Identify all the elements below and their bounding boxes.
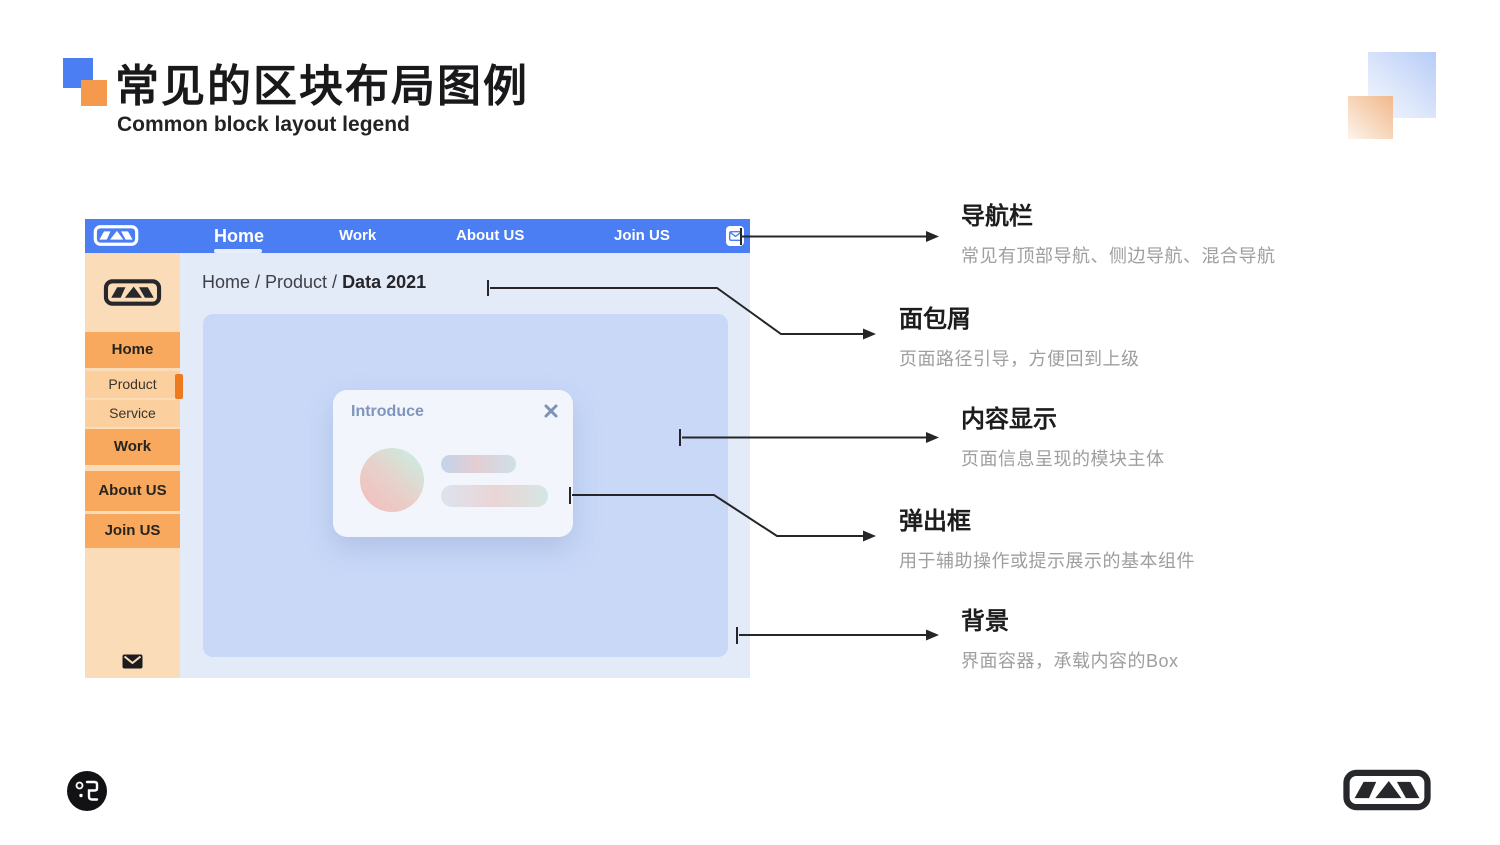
- sidebar-item-join-us[interactable]: Join US: [85, 514, 180, 548]
- deco-square-orange: [1348, 96, 1393, 139]
- arrow-navbar: [740, 228, 939, 245]
- annotation-title: 背景: [961, 608, 1009, 635]
- annotation-desc: 界面容器，承载内容的Box: [961, 651, 1179, 671]
- sidebar-item-product[interactable]: Product: [85, 371, 180, 398]
- breadcrumb-current: Data 2021: [342, 272, 427, 292]
- nav-item-join-us[interactable]: Join US: [614, 227, 670, 244]
- page-title: 常见的区块布局图例: [115, 62, 529, 111]
- annotation-desc: 用于辅助操作或提示展示的基本组件: [899, 551, 1195, 571]
- popup-dialog: Introduce: [333, 390, 573, 537]
- active-nav-underline: [214, 249, 262, 253]
- sidebar-item-about-us[interactable]: About US: [85, 471, 180, 511]
- nav-item-work[interactable]: Work: [339, 227, 377, 244]
- annotation-title: 弹出框: [899, 508, 971, 535]
- annotation-desc: 页面信息呈现的模块主体: [961, 449, 1165, 469]
- brand-logo-icon: [1343, 769, 1431, 811]
- mock-browser-window: Home Work About US Join US Home Product …: [85, 219, 750, 678]
- mail-icon: [728, 231, 742, 241]
- sidebar-item-home[interactable]: Home: [85, 332, 180, 368]
- annotation-title: 导航栏: [961, 203, 1033, 230]
- round-brand-logo-icon: [67, 771, 107, 811]
- mock-top-navbar: Home Work About US Join US: [85, 219, 750, 253]
- annotation-breadcrumb: 面包屑 页面路径引导，方便回到上级: [899, 299, 1319, 371]
- title-accent-square-orange: [81, 80, 107, 106]
- annotation-title: 面包屑: [899, 306, 971, 333]
- brand-logo-icon: [103, 279, 162, 306]
- annotation-title: 内容显示: [961, 406, 1057, 433]
- breadcrumb: Home / Product / Data 2021: [202, 272, 426, 293]
- nav-item-about-us[interactable]: About US: [456, 227, 525, 244]
- breadcrumb-path[interactable]: Home / Product /: [202, 272, 343, 292]
- popup-avatar-placeholder: [360, 448, 424, 512]
- sidebar-item-service[interactable]: Service: [85, 400, 180, 427]
- nav-item-home[interactable]: Home: [214, 226, 265, 246]
- mock-main-area: Home / Product / Data 2021 Introduce: [180, 253, 750, 678]
- close-icon[interactable]: [543, 403, 559, 419]
- navbar-mail-button[interactable]: [726, 226, 744, 246]
- page-subtitle: Common block layout legend: [117, 113, 410, 136]
- annotation-popup: 弹出框 用于辅助操作或提示展示的基本组件: [899, 501, 1319, 573]
- annotation-background: 背景 界面容器，承载内容的Box: [961, 601, 1381, 673]
- sidebar-item-work[interactable]: Work: [85, 429, 180, 465]
- annotation-navbar: 导航栏 常见有顶部导航、侧边导航、混合导航: [961, 196, 1381, 268]
- mock-sidebar: Home Product Service Work About US Join …: [85, 253, 183, 678]
- annotation-content: 内容显示 页面信息呈现的模块主体: [961, 399, 1381, 471]
- arrow-background: [736, 627, 939, 644]
- selected-item-indicator: [175, 374, 183, 399]
- popup-text-placeholder: [441, 485, 548, 507]
- popup-title: Introduce: [351, 403, 424, 420]
- annotation-desc: 页面路径引导，方便回到上级: [899, 349, 1140, 369]
- brand-logo-icon: [93, 225, 139, 246]
- sidebar-mail-icon[interactable]: [122, 654, 143, 669]
- annotation-desc: 常见有顶部导航、侧边导航、混合导航: [961, 246, 1276, 266]
- popup-text-placeholder: [441, 455, 516, 473]
